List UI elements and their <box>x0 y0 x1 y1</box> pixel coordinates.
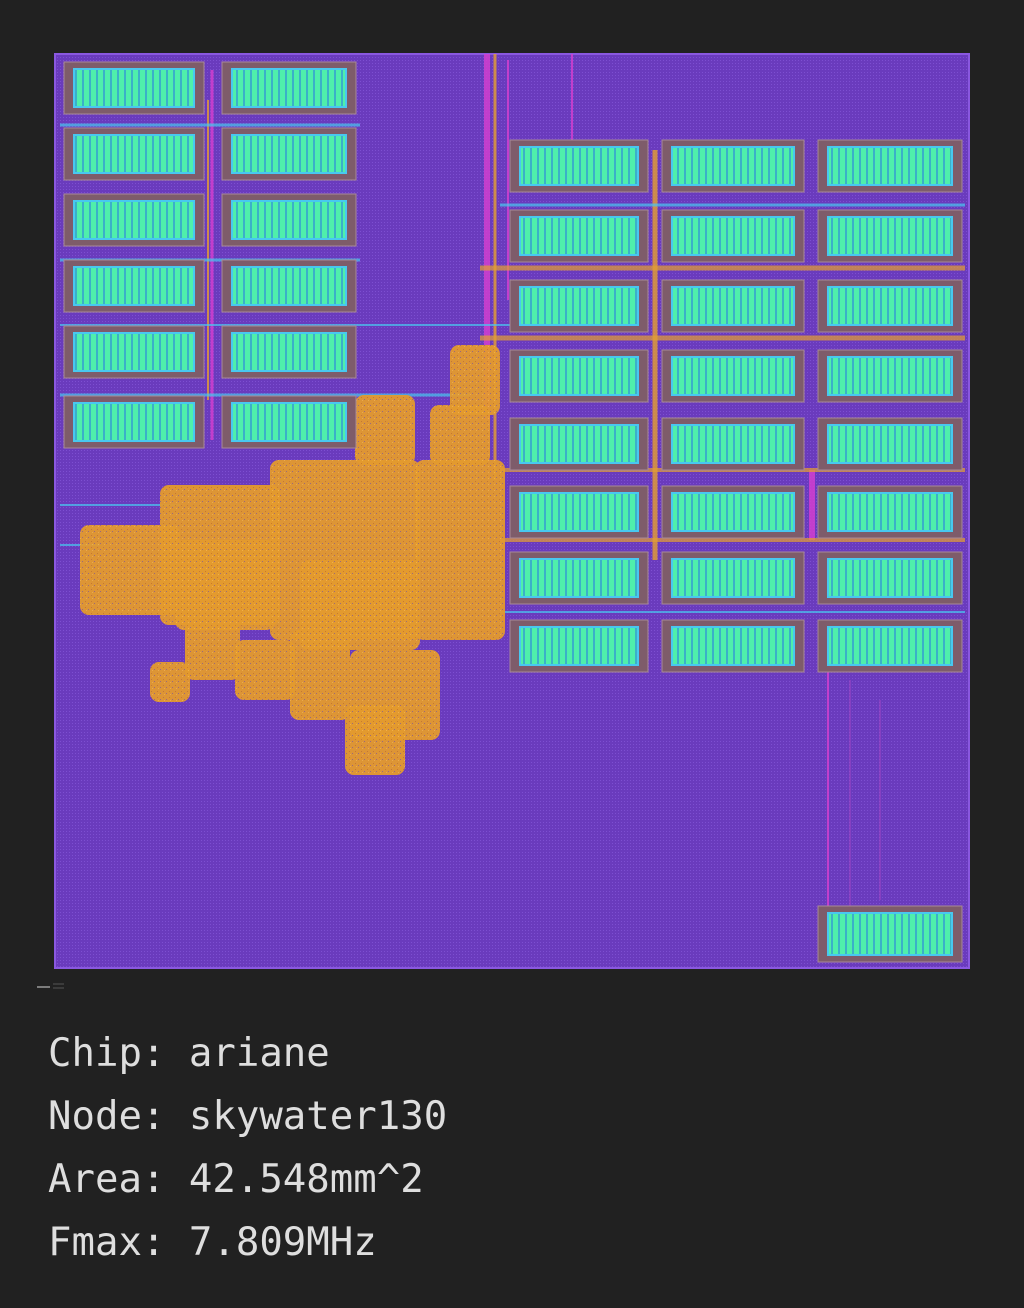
sram-macro <box>63 61 205 115</box>
standard-cell-logic <box>80 345 505 775</box>
chip-row: Chip: ariane <box>48 1022 447 1085</box>
chip-info-panel: Chip: ariane Node: skywater130 Area: 42.… <box>48 1022 447 1274</box>
sram-macro <box>661 485 805 539</box>
logic-block <box>450 345 500 415</box>
sram-macro <box>509 619 649 673</box>
area-value: 42.548mm^2 <box>188 1157 424 1202</box>
sram-macro <box>661 417 805 471</box>
sram-macro <box>63 395 205 449</box>
sram-macro <box>509 485 649 539</box>
area-label: Area: <box>48 1157 166 1202</box>
logic-block <box>80 525 180 615</box>
logic-block <box>300 560 420 650</box>
sram-macro <box>817 349 963 403</box>
sram-macro <box>509 551 649 605</box>
chip-label: Chip: <box>48 1031 166 1076</box>
sram-macro <box>817 619 963 673</box>
sram-macro <box>509 279 649 333</box>
logic-block <box>175 540 275 630</box>
logic-block <box>290 630 350 720</box>
logic-block <box>185 620 240 680</box>
node-value: skywater130 <box>188 1094 448 1139</box>
sram-macro <box>221 259 357 313</box>
sram-macro <box>661 551 805 605</box>
sram-macro <box>661 349 805 403</box>
logic-block <box>415 460 505 640</box>
sram-macro <box>817 279 963 333</box>
sram-macro <box>661 619 805 673</box>
logic-block <box>430 405 490 465</box>
sram-macro <box>817 417 963 471</box>
scale-bar <box>37 983 64 989</box>
node-row: Node: skywater130 <box>48 1085 447 1148</box>
sram-macro <box>661 139 805 193</box>
sram-macro <box>509 349 649 403</box>
sram-macro <box>817 139 963 193</box>
sram-macro <box>63 193 205 247</box>
sram-macro <box>817 209 963 263</box>
sram-macro <box>509 139 649 193</box>
sram-macro <box>661 209 805 263</box>
sram-macro <box>63 325 205 379</box>
sram-macro <box>817 551 963 605</box>
sram-macro <box>817 905 963 963</box>
sram-macro <box>509 209 649 263</box>
sram-macro <box>63 259 205 313</box>
fmax-row: Fmax: 7.809MHz <box>48 1211 447 1274</box>
sram-macro <box>661 279 805 333</box>
logic-block <box>355 395 415 465</box>
sram-macro <box>817 485 963 539</box>
chip-layout-image <box>37 53 970 989</box>
fmax-label: Fmax: <box>48 1220 166 1265</box>
sram-macros <box>63 61 963 963</box>
logic-block <box>150 662 190 702</box>
area-row: Area: 42.548mm^2 <box>48 1148 447 1211</box>
sram-macro <box>221 193 357 247</box>
sram-macro <box>509 417 649 471</box>
sram-macro <box>221 325 357 379</box>
chip-value: ariane <box>188 1031 330 1076</box>
sram-macro <box>63 127 205 181</box>
logic-block <box>345 705 405 775</box>
sram-macro <box>221 61 357 115</box>
sram-macro <box>221 395 357 449</box>
logic-block <box>235 640 295 700</box>
node-label: Node: <box>48 1094 166 1139</box>
fmax-value: 7.809MHz <box>188 1220 377 1265</box>
sram-macro <box>221 127 357 181</box>
